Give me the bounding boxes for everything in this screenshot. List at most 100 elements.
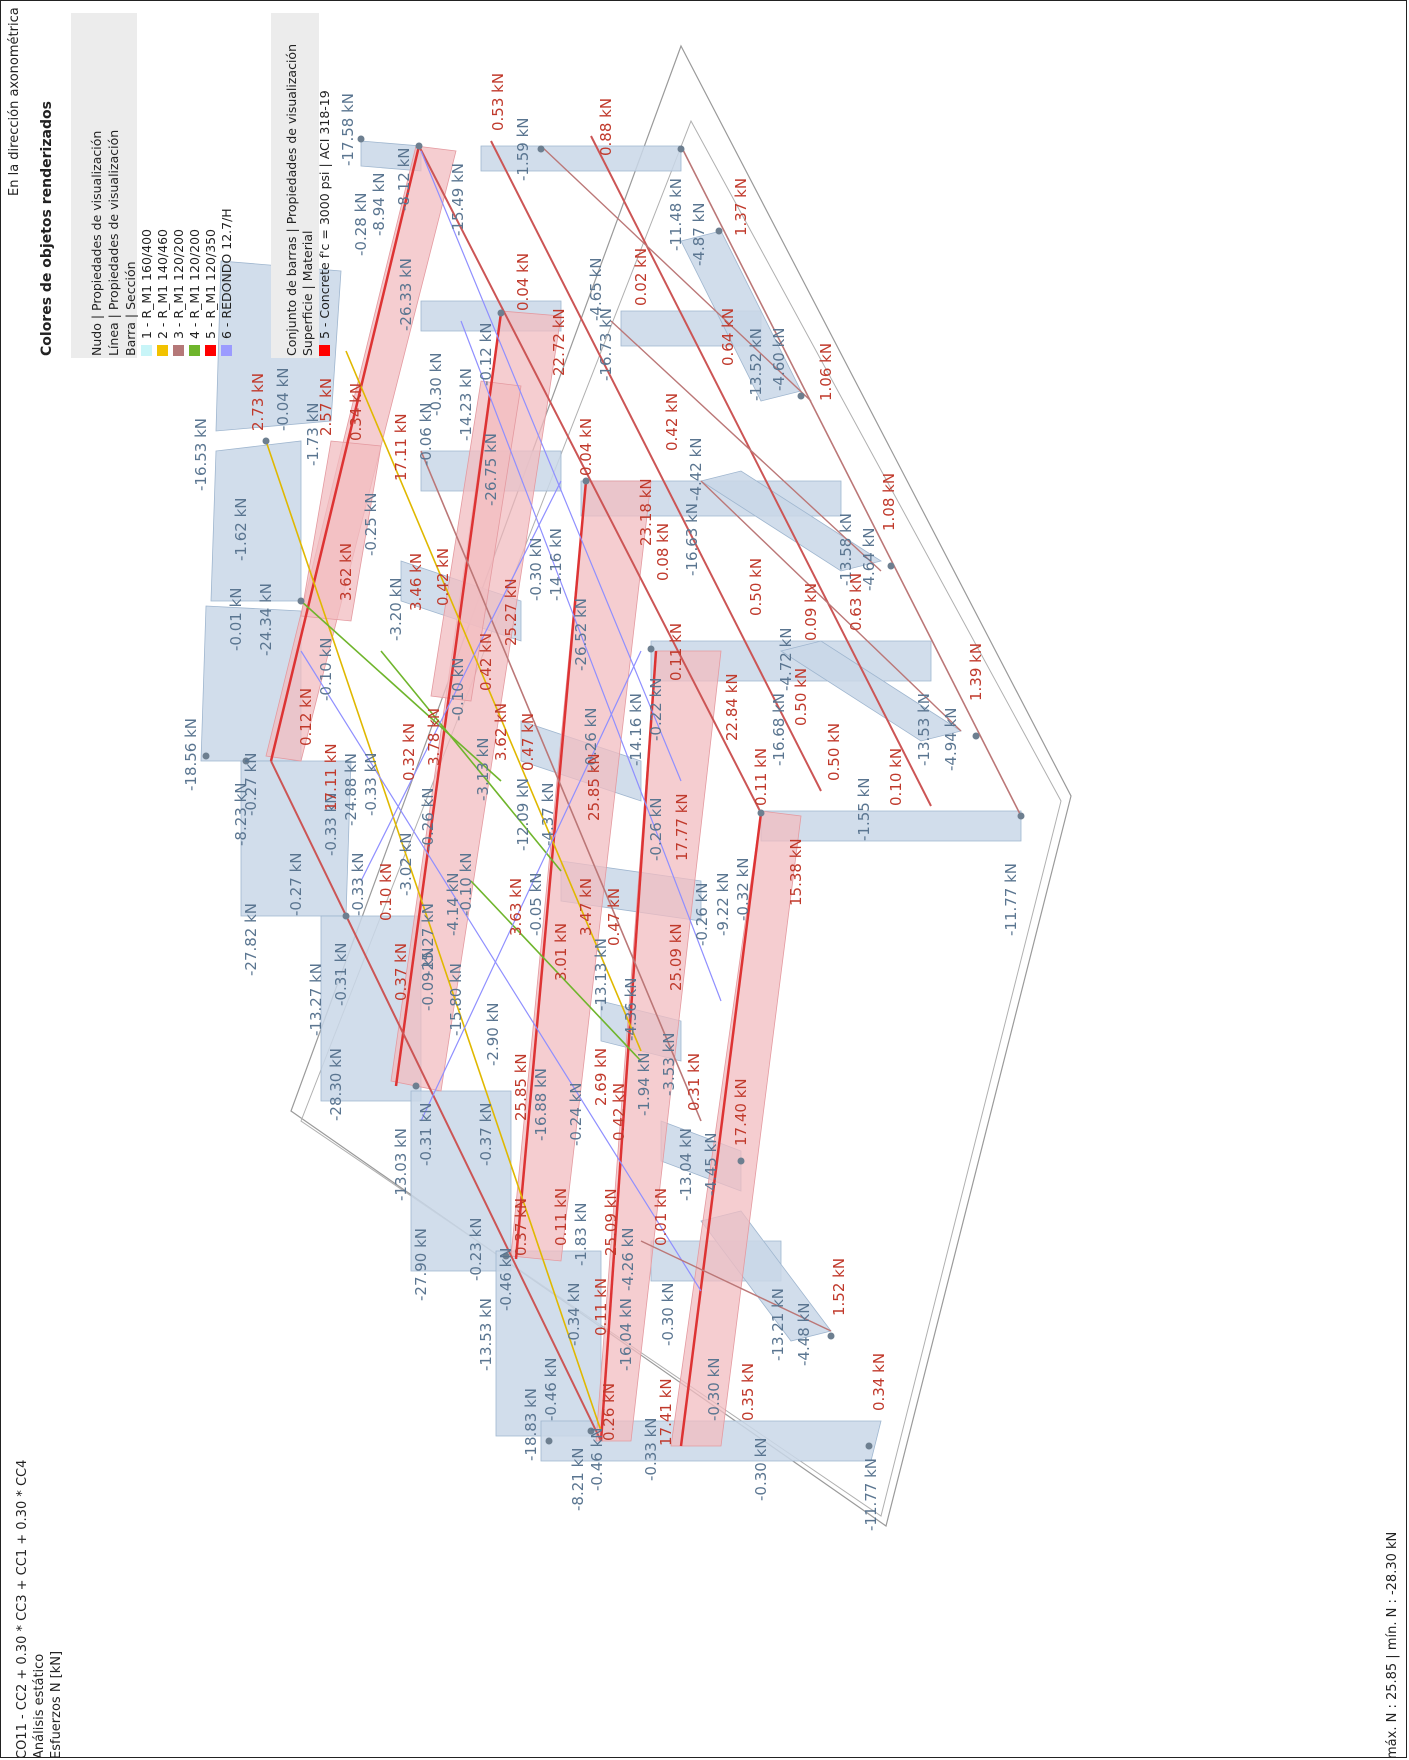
force-label: 3.62 kN bbox=[337, 543, 355, 601]
node-point bbox=[357, 135, 365, 143]
legend-section-item: 1 - R_M1 160/400 bbox=[139, 229, 154, 356]
section-label: 4 - R_M1 120/200 bbox=[187, 229, 202, 339]
force-label: -14.16 kN bbox=[627, 693, 645, 766]
node-point bbox=[865, 1442, 873, 1450]
force-label: 3.78 kN bbox=[425, 708, 443, 766]
force-label: 0.50 kN bbox=[825, 723, 843, 781]
material-swatch bbox=[319, 345, 330, 356]
force-label: 0.26 kN bbox=[600, 1383, 618, 1441]
force-label: -0.26 kN bbox=[582, 708, 600, 772]
force-label: -13.27 kN bbox=[307, 963, 325, 1036]
force-label: -8.94 kN bbox=[370, 173, 388, 237]
force-label: -0.34 kN bbox=[565, 1283, 583, 1347]
member-line bbox=[300, 650, 702, 1292]
member-line bbox=[380, 650, 562, 872]
node-point bbox=[342, 912, 350, 920]
force-label: 0.34 kN bbox=[347, 383, 365, 441]
outline-frame-inner bbox=[300, 119, 1062, 1517]
force-label: -0.46 kN bbox=[588, 1428, 606, 1492]
force-label: -26.75 kN bbox=[482, 433, 500, 506]
member-line bbox=[420, 150, 682, 782]
legend-section-item: 5 - R_M1 120/350 bbox=[203, 229, 218, 356]
member-line bbox=[514, 480, 588, 1260]
section-label: 5 - R_M1 120/350 bbox=[203, 229, 218, 339]
force-label: -0.30 kN bbox=[659, 1283, 677, 1347]
force-label: -27.82 kN bbox=[242, 903, 260, 976]
force-label: -13.21 kN bbox=[769, 1288, 787, 1361]
force-label: -2.90 kN bbox=[484, 1003, 502, 1067]
force-label: 0.11 kN bbox=[752, 748, 770, 806]
force-label: 0.10 kN bbox=[887, 748, 905, 806]
force-label: -0.28 kN bbox=[352, 193, 370, 257]
node-point bbox=[757, 809, 765, 817]
force-label: -8.23 kN bbox=[232, 783, 250, 847]
force-label: 2.69 kN bbox=[592, 1048, 610, 1106]
force-label: 3.62 kN bbox=[492, 703, 510, 761]
force-label: 2.57 kN bbox=[317, 378, 335, 436]
force-label: -0.09 kN bbox=[419, 948, 437, 1012]
force-label: -0.22 kN bbox=[647, 678, 665, 742]
node-point bbox=[242, 757, 250, 765]
node-point bbox=[545, 1437, 553, 1445]
member-line bbox=[345, 350, 642, 1052]
member-line bbox=[679, 812, 763, 1447]
force-label: 22.84 kN bbox=[723, 673, 741, 741]
force-label: -26.33 kN bbox=[397, 258, 415, 331]
force-label: 1.06 kN bbox=[817, 343, 835, 401]
force-label: -0.06 kN bbox=[417, 403, 435, 467]
force-label: -4.36 kN bbox=[622, 978, 640, 1042]
node-point bbox=[972, 732, 980, 740]
member-line bbox=[300, 600, 502, 782]
member-line bbox=[418, 145, 762, 814]
force-label: -4.45 kN bbox=[702, 1133, 720, 1197]
force-label: -0.25 kN bbox=[362, 493, 380, 557]
force-label: -3.13 kN bbox=[474, 738, 492, 802]
force-label: -16.04 kN bbox=[617, 1298, 635, 1371]
node-point bbox=[677, 145, 685, 153]
force-label: -18.83 kN bbox=[522, 1388, 540, 1461]
legend-header-row: Barra | Sección bbox=[123, 261, 138, 356]
force-label: -4.65 kN bbox=[587, 258, 605, 322]
force-label: -0.31 kN bbox=[332, 943, 350, 1007]
force-label: 25.85 kN bbox=[585, 753, 603, 821]
force-label: 2.73 kN bbox=[249, 373, 267, 431]
force-label: -0.10 kN bbox=[457, 853, 475, 917]
force-label: -4.87 kN bbox=[690, 203, 708, 267]
force-label: -0.12 kN bbox=[477, 323, 495, 387]
node-point bbox=[537, 145, 545, 153]
force-label: -11.77 kN bbox=[862, 1458, 880, 1531]
force-label: 0.47 kN bbox=[519, 713, 537, 771]
force-label: -0.01 kN bbox=[227, 588, 245, 652]
member-line bbox=[470, 880, 642, 1062]
force-label: -1.73 kN bbox=[304, 403, 322, 467]
force-label: 0.31 kN bbox=[685, 1053, 703, 1111]
force-label: -0.30 kN bbox=[752, 1438, 770, 1502]
combination-title: CO11 - CC2 + 0.30 * CC3 + CC1 + 0.30 * C… bbox=[15, 1459, 30, 1758]
force-label: -4.94 kN bbox=[942, 708, 960, 772]
member-line bbox=[490, 140, 822, 792]
section-swatch bbox=[173, 345, 184, 356]
member-line bbox=[269, 145, 421, 762]
force-label: 0.42 kN bbox=[610, 1083, 628, 1141]
force-label: -24.88 kN bbox=[342, 753, 360, 826]
force-label: -1.62 kN bbox=[232, 498, 250, 562]
node-point bbox=[502, 1252, 510, 1260]
force-label: -3.02 kN bbox=[397, 833, 415, 897]
force-label: -14.16 kN bbox=[547, 528, 565, 601]
force-label: -1.83 kN bbox=[572, 1203, 590, 1267]
force-label: 0.02 kN bbox=[632, 248, 650, 306]
member-line bbox=[540, 145, 812, 402]
force-label: -16.68 kN bbox=[770, 693, 788, 766]
force-label: 25.85 kN bbox=[512, 1053, 530, 1121]
min-max-summary: máx. N : 25.85 | mín. N : -28.30 kN bbox=[1385, 1531, 1400, 1758]
force-label: -18.56 kN bbox=[182, 718, 200, 791]
compression-band bbox=[700, 470, 882, 572]
force-label: -25.27 kN bbox=[419, 903, 437, 976]
force-label: 0.37 kN bbox=[512, 1198, 530, 1256]
force-label: -0.37 kN bbox=[477, 1103, 495, 1167]
force-label: -4.42 kN bbox=[687, 438, 705, 502]
compression-band bbox=[210, 440, 302, 602]
force-label: 0.10 kN bbox=[377, 863, 395, 921]
member-line bbox=[640, 1240, 832, 1332]
